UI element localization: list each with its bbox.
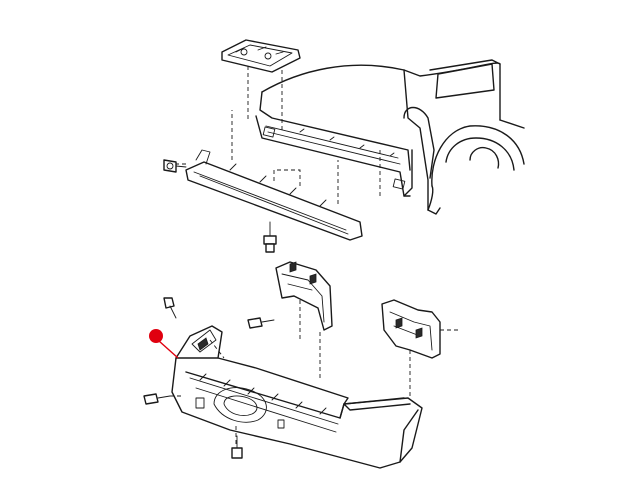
vehicle-rear-body [255,59,525,215]
license-plate-bracket [221,39,301,130]
left-bumper-bracket [381,299,458,396]
highlight-callout [149,329,179,359]
right-bumper-bracket [275,261,333,380]
rear-bumper-fascia [170,325,423,469]
rear-bumper-reinforcement [176,110,381,241]
bumper-mounting-bolts [143,159,277,459]
callout-leader [158,340,179,359]
callout-dot [149,329,163,343]
